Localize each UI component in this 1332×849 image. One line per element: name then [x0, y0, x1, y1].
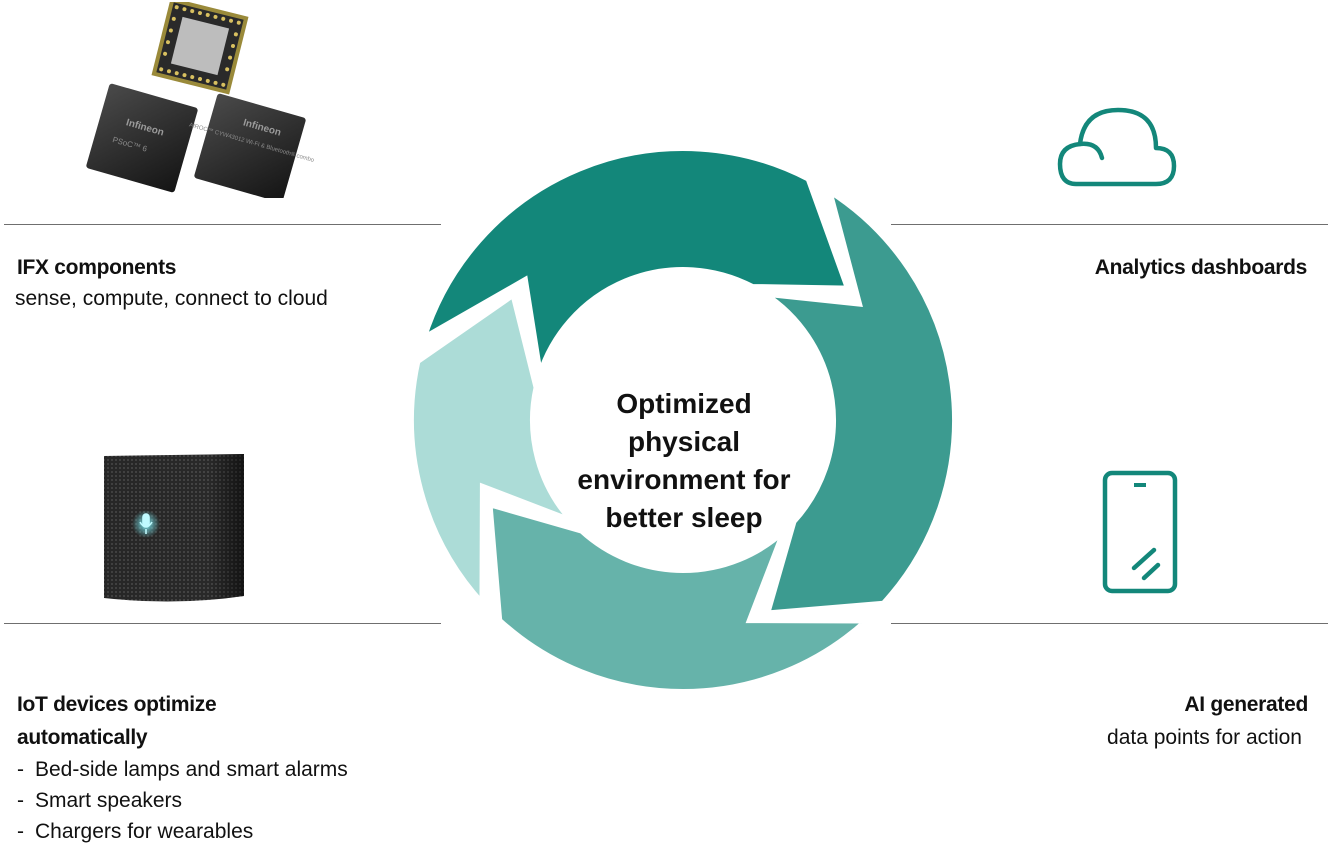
cloud-icon	[1057, 107, 1177, 187]
analytics-dashboards-title: Analytics dashboards	[1094, 256, 1308, 279]
cycle-center-label: Optimized physical environment for bette…	[548, 385, 820, 537]
ifx-components-title: IFX components	[17, 256, 177, 279]
list-item: Bed-side lamps and smart alarms	[15, 754, 348, 785]
right-bottom-divider	[891, 623, 1328, 624]
iot-devices-title-line2: automatically	[17, 726, 148, 749]
wireless-module-chip	[151, 2, 249, 95]
airoc-chip: Infineon AIROC™ CYW43012 Wi-Fi & Bluetoo…	[188, 93, 316, 198]
cycle-segment-top-right	[761, 183, 958, 617]
smartphone-icon	[1102, 470, 1178, 594]
iot-devices-list: Bed-side lamps and smart alarms Smart sp…	[15, 754, 348, 847]
microphone-icon	[139, 513, 153, 534]
iot-devices-title-line1: IoT devices optimize	[17, 693, 217, 716]
right-top-divider	[891, 224, 1328, 225]
list-item: Chargers for wearables	[15, 816, 348, 847]
list-item: Smart speakers	[15, 785, 348, 816]
cycle-segment-bottom-left	[408, 289, 575, 612]
center-line: environment for	[577, 464, 791, 495]
smart-speaker-image	[104, 454, 244, 602]
center-line: Optimized	[616, 388, 752, 419]
cycle-diagram	[408, 145, 958, 695]
microchips-image: Infineon PSoC™ 6 Infineon AIROC™ CYW4301…	[86, 2, 316, 198]
ai-generated-subtitle: data points for action	[1107, 726, 1302, 749]
ifx-components-subtitle: sense, compute, connect to cloud	[15, 287, 328, 310]
center-line: better sleep	[605, 502, 763, 533]
ai-generated-title: AI generated	[1184, 693, 1308, 716]
psoc-chip: Infineon PSoC™ 6	[86, 83, 198, 193]
cycle-segment-bottom-right	[486, 500, 875, 695]
center-line: physical	[627, 426, 741, 457]
left-bottom-divider	[4, 623, 441, 624]
left-top-divider	[4, 224, 441, 225]
cycle-segment-top-left	[418, 145, 853, 376]
